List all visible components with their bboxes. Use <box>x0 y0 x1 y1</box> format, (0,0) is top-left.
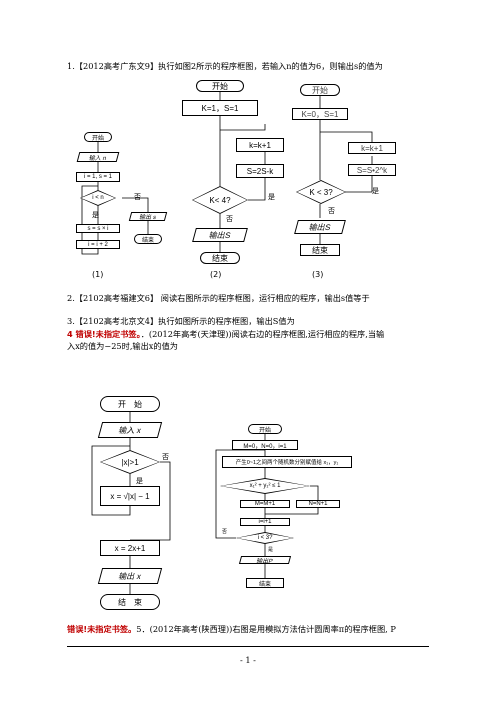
question-2: 2.【2102高考福建文6】 阅读右图所示的程序框图，运行相应的程序，输出s值等… <box>67 293 370 303</box>
fig3-s-update: S=S•2^k <box>348 164 396 176</box>
fig3-init: K=0，S=1 <box>292 108 348 120</box>
fig5-gen: 产生0~1之间两个随机数分别赋值给 x₁，y₁ <box>222 456 352 468</box>
error-bookmark: 4 错误!未指定书签。 <box>67 329 141 339</box>
fig2-no: 否 <box>226 215 233 223</box>
fig2-k-update: k=k+1 <box>236 138 284 152</box>
fig5-end: 结束 <box>246 578 284 588</box>
fig1-yes: 是 <box>92 211 99 219</box>
fig5-output: 输出P <box>238 556 292 565</box>
fig1-start: 开始 <box>84 132 112 142</box>
fig1-input: 输入 n <box>76 152 120 162</box>
fig5-i-update: i=i+1 <box>240 518 290 526</box>
fig4-assign: x = 2x+1 <box>100 540 160 556</box>
fig3-start: 开始 <box>300 84 340 96</box>
fig3-k-update: k=k+1 <box>348 142 396 154</box>
fig3-output: 输出S <box>294 220 346 234</box>
question-4-cont: 入x的值为−25时,输出x的值为 <box>67 341 178 351</box>
fig2-output: 输出S <box>192 228 248 242</box>
fig1-s-update: s = s × i <box>76 224 120 233</box>
error-bookmark-2: 错误!未指定书签。 <box>67 624 137 634</box>
fig5-cond2: i < 3? <box>237 533 293 543</box>
fig5-cond1: x₁² + y₁² ≤ 1 <box>221 479 309 493</box>
fig4-end: 结 束 <box>100 594 160 610</box>
fig5-start: 开始 <box>248 424 282 434</box>
fig5-init: M=0，N=0，i=1 <box>232 440 298 450</box>
fig4-output: 输出 x <box>97 568 163 584</box>
fig2-s-update: S=2S-k <box>236 164 284 178</box>
fig1-no: 否 <box>134 193 141 201</box>
fig5-n-update: N=N+1 <box>296 500 340 508</box>
fig1-i-update: i = i + 2 <box>76 240 120 249</box>
page-number: - 1 - <box>240 655 256 665</box>
fig5-cond1-shape: x₁² + y₁² ≤ 1 <box>220 478 310 494</box>
fig2-init: K=1，S=1 <box>182 100 258 116</box>
question-3: 3.【2102高考北京文4】执行如图所示的程序框图，输出S值为 <box>67 316 295 326</box>
question-5: 错误!未指定书签。5．(2012年高考(陕西理))右图是用模拟方法估计圆周率π的… <box>67 624 396 635</box>
fig4-no: 否 <box>162 453 169 461</box>
fig4-update: x = √|x| − 1 <box>100 486 160 506</box>
fig3-no: 否 <box>328 207 335 215</box>
fig4-start: 开 始 <box>100 396 160 412</box>
fig1-cond-shape: i < n <box>80 190 116 206</box>
fig1-caption: (1) <box>92 270 104 279</box>
question-5-text: 5．(2012年高考(陕西理))右图是用模拟方法估计圆周率π的程序框图, P <box>136 624 396 634</box>
fig5-no: 否 <box>222 529 228 535</box>
fig3-end: 结束 <box>300 244 340 256</box>
fig2-yes: 是 <box>268 193 275 201</box>
fig3-cond: K < 3? <box>297 181 345 203</box>
fig4-yes: 是 <box>136 477 143 485</box>
fig5-cond2-shape: i < 3? <box>236 532 294 544</box>
question-4: 4 错误!未指定书签。．(2012年高考(天津理))阅读右边的程序框图,运行相应… <box>67 329 384 340</box>
fig3-yes: 是 <box>372 187 379 195</box>
fig5-yes: 是 <box>268 547 274 553</box>
fig4-cond: |x|>1 <box>101 451 159 473</box>
fig3-caption: (3) <box>312 270 324 279</box>
fig4-input: 输入 x <box>97 422 163 438</box>
fig2-start: 开始 <box>196 80 244 92</box>
fig1-end: 结束 <box>134 234 162 244</box>
fig1-cond: i < n <box>81 191 115 205</box>
fig1-init: i = 1, s = 1 <box>76 172 120 182</box>
question-1: 1.【2012高考广东文9】执行如图2所示的程序框图，若输入n的值为6，则输出s… <box>67 61 383 71</box>
fig2-end: 结束 <box>200 252 240 264</box>
fig2-caption: (2) <box>210 270 222 279</box>
fig5-m-update: M=M+1 <box>240 500 290 508</box>
question-4-text: ．(2012年高考(天津理))阅读右边的程序框图,运行相应的程序,当输 <box>140 329 385 339</box>
footer-rule <box>67 646 429 647</box>
fig1-output: 输出 s <box>128 212 168 221</box>
